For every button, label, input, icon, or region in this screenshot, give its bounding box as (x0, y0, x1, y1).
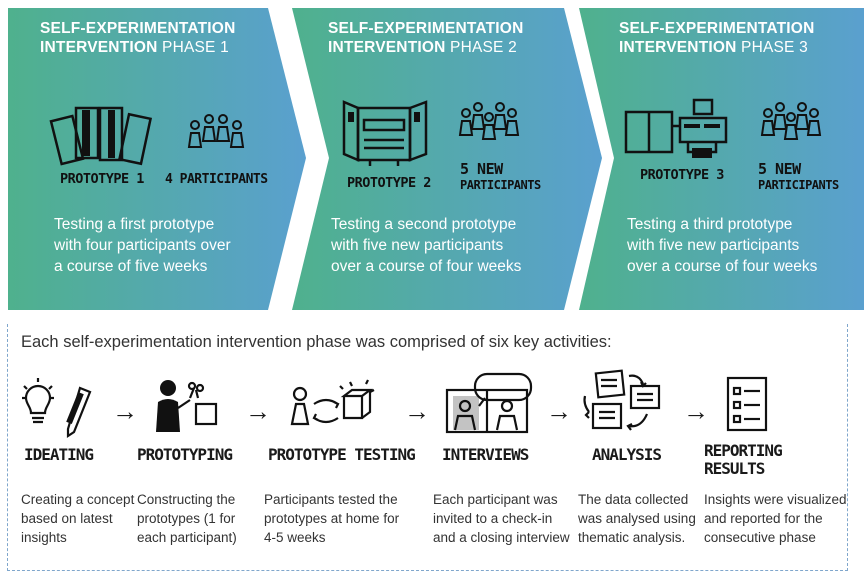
arrow-right-icon: → (245, 396, 271, 426)
activity-label-prototype-testing: Prototype testing (268, 445, 416, 464)
phase-3-prototype-label: Prototype 3 (640, 167, 724, 183)
phase-1-banner (8, 8, 306, 310)
arrow-right-icon: → (546, 396, 572, 426)
phase-3-banner (579, 8, 864, 310)
prototype-cards-icon (49, 106, 153, 166)
phase-1-prototype-label: Prototype 1 (60, 171, 144, 187)
documents-cycle-icon (583, 369, 661, 431)
activity-label-ideating: Ideating (24, 445, 94, 464)
activities-frame (7, 324, 848, 571)
arrow-right-icon: → (683, 396, 709, 426)
activities-intro: Each self-experimentation intervention p… (21, 333, 612, 351)
phase-2-participants-label: 5 new participants (460, 160, 541, 192)
phase-1-participants-label: 4 participants (165, 172, 268, 187)
participants-5-icon (458, 102, 520, 140)
video-call-icon (445, 372, 533, 434)
phase-3-title: SELF-EXPERIMENTATION INTERVENTION PHASE … (619, 20, 815, 56)
activity-label-interviews: Interviews (442, 445, 529, 464)
activity-label-prototyping: Prototyping (137, 445, 233, 464)
phase-1-title: SELF-EXPERIMENTATION INTERVENTION PHASE … (40, 20, 236, 56)
participants-5-icon (760, 102, 822, 140)
phase-3-participants-label: 5 new participants (758, 160, 839, 192)
activity-label-analysis: Analysis (592, 445, 662, 464)
prototype-board-icon (342, 100, 428, 166)
lightbulb-pencil-icon (22, 378, 92, 439)
phase-banners (8, 8, 864, 310)
arrow-right-icon: → (112, 396, 138, 426)
prototype-device-icon (624, 98, 728, 158)
phase-2-prototype-label: Prototype 2 (347, 175, 431, 191)
participants-4-icon (187, 114, 245, 148)
person-scissors-icon (156, 380, 218, 432)
person-cube-cycle-icon (290, 379, 375, 426)
activity-label-reporting-results: Reportingresults (704, 441, 783, 478)
phase-2-title: SELF-EXPERIMENTATION INTERVENTION PHASE … (328, 20, 524, 56)
report-checklist-icon (726, 376, 768, 432)
phase-2-banner (292, 8, 602, 310)
arrow-right-icon: → (404, 396, 430, 426)
